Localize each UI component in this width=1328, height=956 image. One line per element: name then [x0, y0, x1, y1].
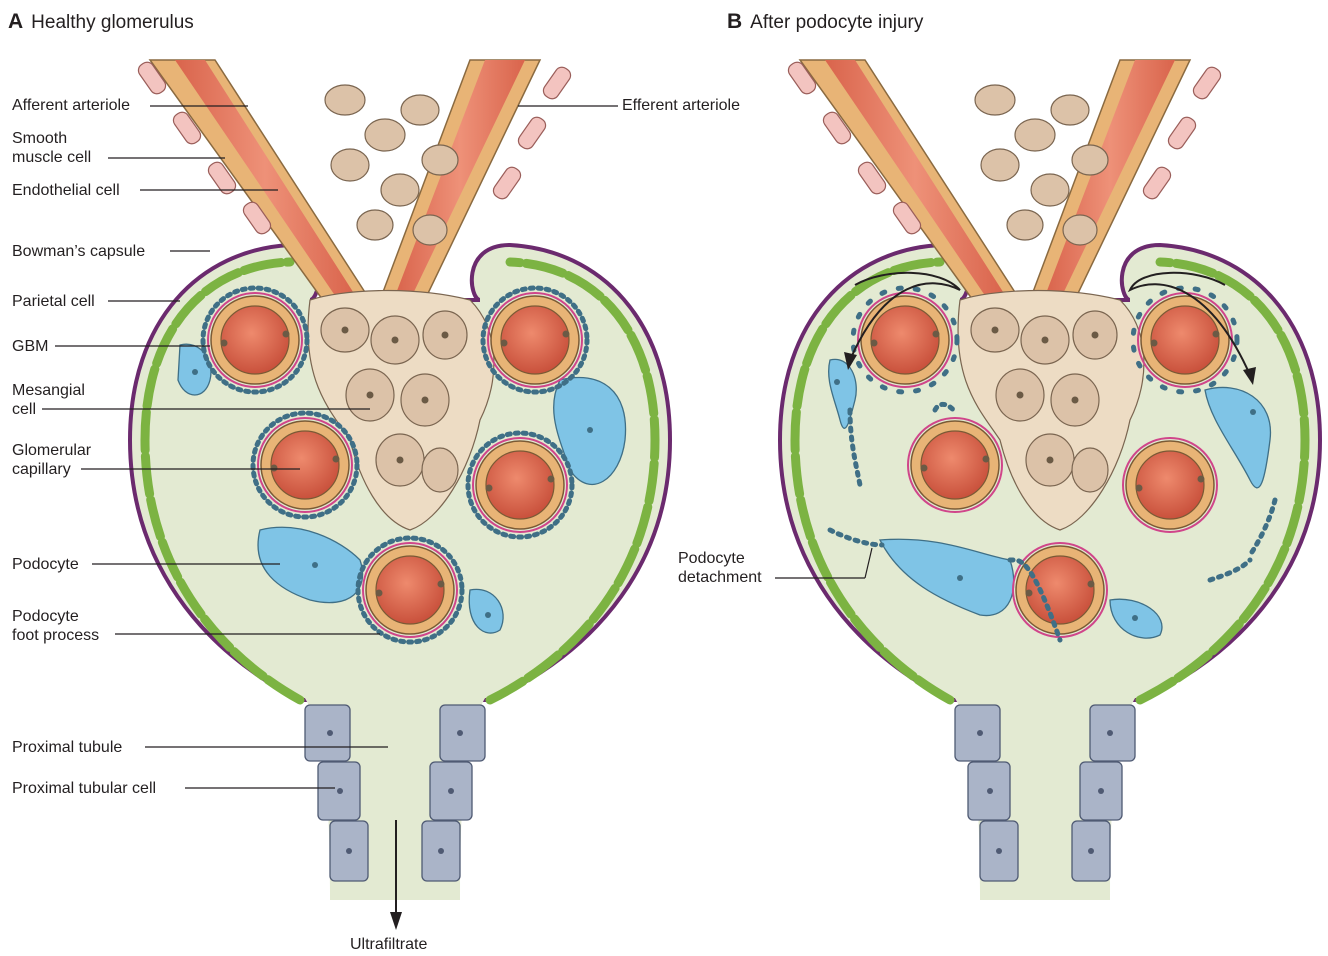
panel-b-title: B After podocyte injury [727, 10, 923, 34]
label-glomerular-capillary-line1: Glomerular [12, 441, 91, 460]
panel-b-title-text: After podocyte injury [750, 12, 923, 33]
label-podocyte: Podocyte [12, 555, 79, 574]
panel-b-letter: B [727, 10, 742, 33]
label-proximal-tubular-cell: Proximal tubular cell [12, 779, 156, 798]
label-glomerular-capillary: Glomerular capillary [12, 441, 91, 479]
panel-a-letter: A [8, 10, 23, 33]
label-podocyte-foot-process-line2: foot process [12, 626, 99, 645]
label-smooth-muscle-cell: Smooth muscle cell [12, 129, 91, 167]
panel-a-title: A Healthy glomerulus [8, 10, 194, 34]
label-podocyte-detachment: Podocyte detachment [678, 549, 762, 587]
label-podocyte-detachment-line2: detachment [678, 568, 762, 587]
label-bowmans-capsule: Bowman’s capsule [12, 242, 145, 261]
label-mesangial-cell: Mesangial cell [12, 381, 85, 419]
label-podocyte-foot-process: Podocyte foot process [12, 607, 99, 645]
label-mesangial-cell-line1: Mesangial [12, 381, 85, 400]
label-glomerular-capillary-line2: capillary [12, 460, 91, 479]
label-efferent-arteriole: Efferent arteriole [622, 96, 740, 115]
label-mesangial-cell-line2: cell [12, 400, 85, 419]
label-proximal-tubule: Proximal tubule [12, 738, 122, 757]
label-endothelial-cell: Endothelial cell [12, 181, 120, 200]
label-podocyte-detachment-line1: Podocyte [678, 549, 762, 568]
panel-b-diagram [780, 59, 1320, 900]
panel-a-title-text: Healthy glomerulus [31, 12, 194, 33]
label-ultrafiltrate: Ultrafiltrate [350, 935, 427, 954]
label-smooth-muscle-cell-line1: Smooth [12, 129, 91, 148]
label-gbm: GBM [12, 337, 48, 356]
label-smooth-muscle-cell-line2: muscle cell [12, 148, 91, 167]
label-parietal-cell: Parietal cell [12, 292, 95, 311]
label-podocyte-foot-process-line1: Podocyte [12, 607, 99, 626]
label-afferent-arteriole: Afferent arteriole [12, 96, 130, 115]
